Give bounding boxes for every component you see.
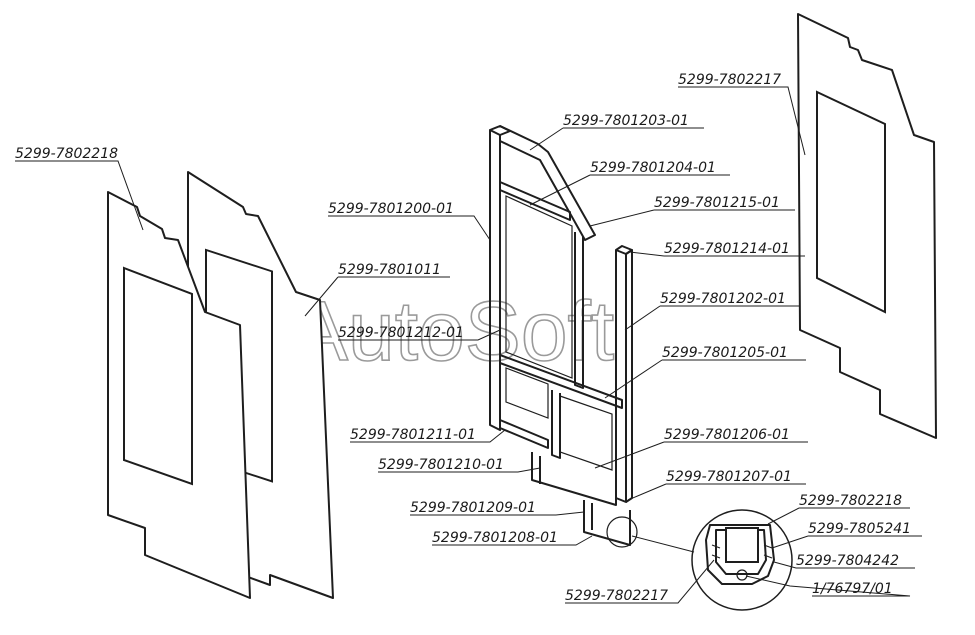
label-5299-7801214-01: 5299-7801214-01 <box>664 241 790 257</box>
leader-lines <box>15 86 922 604</box>
label-5299-7801202-01: 5299-7801202-01 <box>660 291 786 307</box>
seal-section-detail <box>631 509 793 611</box>
label-5299-7802218-detail: 5299-7802218 <box>799 493 902 509</box>
label-5299-7802217-bottom: 5299-7802217 <box>565 588 668 604</box>
watermark-text: AutoSoft <box>292 284 614 378</box>
central-frame <box>489 125 638 548</box>
label-5299-7801215-01: 5299-7801215-01 <box>654 195 780 211</box>
label-5299-7801204-01: 5299-7801204-01 <box>590 160 716 176</box>
label-5299-7801209-01: 5299-7801209-01 <box>410 500 536 516</box>
label-5299-7801212-01: 5299-7801212-01 <box>338 325 464 341</box>
label-5299-7801211-01: 5299-7801211-01 <box>350 427 476 443</box>
left-front-panel <box>107 191 251 599</box>
label-5299-7801210-01: 5299-7801210-01 <box>378 457 504 473</box>
label-5299-7805241: 5299-7805241 <box>808 521 911 537</box>
label-5299-7801011: 5299-7801011 <box>338 262 441 278</box>
label-5299-7802217-top: 5299-7802217 <box>678 72 781 88</box>
label-5299-7804242: 5299-7804242 <box>796 553 899 569</box>
label-5299-7801203-01: 5299-7801203-01 <box>563 113 689 129</box>
label-5299-7801207-01: 5299-7801207-01 <box>666 469 792 485</box>
right-panel <box>797 13 937 439</box>
label-5299-7802218-top: 5299-7802218 <box>15 146 118 162</box>
label-5299-7801205-01: 5299-7801205-01 <box>662 345 788 361</box>
label-5299-7801200-01: 5299-7801200-01 <box>328 201 454 217</box>
part-labels: 5299-7802218 5299-7802217 5299-7801203-0… <box>15 72 911 604</box>
label-1-76797-01: 1/76797/01 <box>812 581 893 597</box>
label-5299-7801206-01: 5299-7801206-01 <box>664 427 790 443</box>
label-5299-7801208-01: 5299-7801208-01 <box>432 530 558 546</box>
